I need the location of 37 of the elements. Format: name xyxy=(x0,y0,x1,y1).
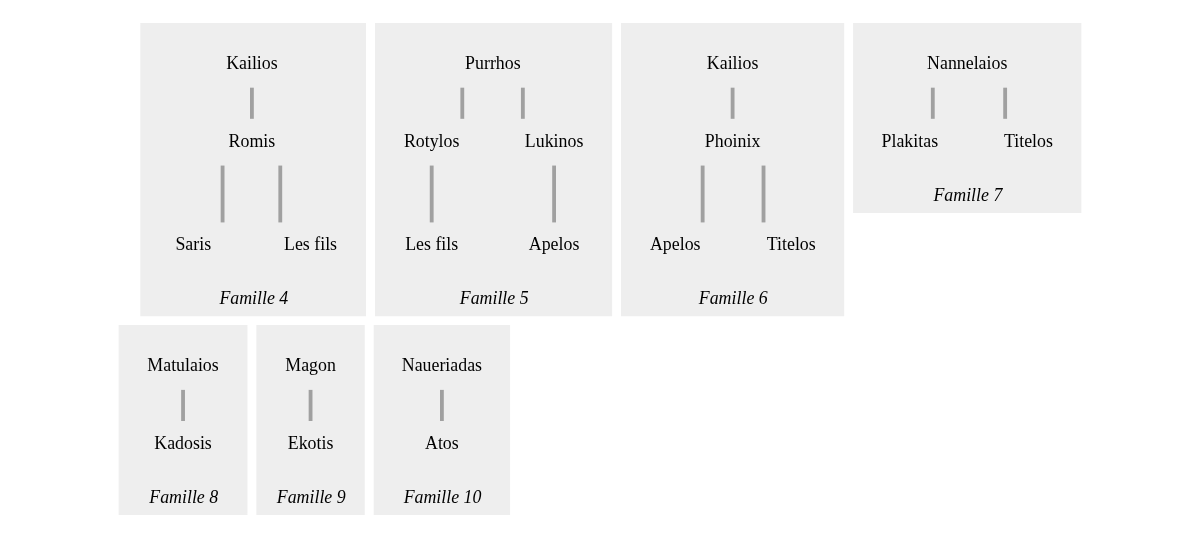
connector xyxy=(1002,87,1007,119)
node-text: Kailios xyxy=(706,53,758,74)
connector xyxy=(551,165,556,223)
node-text: Saris xyxy=(174,234,211,255)
node-text: Les fils xyxy=(404,234,458,255)
node-text: Kadosis xyxy=(153,433,212,454)
connector xyxy=(730,87,735,119)
connector xyxy=(520,87,525,119)
node-text: Rotylos xyxy=(403,130,459,151)
node-text: Phoinix xyxy=(704,130,760,151)
connector xyxy=(180,389,185,421)
node-text: Purrhos xyxy=(464,53,521,74)
connector xyxy=(308,389,312,421)
node-text: Lukinos xyxy=(524,130,583,151)
connector xyxy=(761,165,765,223)
connector xyxy=(930,87,935,119)
connector xyxy=(249,87,254,119)
node-text: Titelos xyxy=(1003,130,1053,151)
node-text: Matulaios xyxy=(146,355,219,376)
connector xyxy=(439,389,444,421)
connector xyxy=(277,165,282,223)
node-text: Plakitas xyxy=(881,130,938,151)
node-text: Apelos xyxy=(649,234,701,255)
node-text: Titelos xyxy=(766,234,816,255)
node-text: Apelos xyxy=(528,234,579,255)
node-text: Romis xyxy=(228,130,275,151)
node-text: Les fils xyxy=(283,234,337,255)
connector xyxy=(220,165,224,223)
connector xyxy=(700,165,705,223)
node-text: Nannelaios xyxy=(926,53,1007,74)
node-text: Naueriadas xyxy=(401,355,482,376)
node-text: Atos xyxy=(424,433,459,454)
node-text: Kailios xyxy=(225,53,278,74)
connector xyxy=(429,165,434,223)
node-text: Magon xyxy=(284,355,336,376)
connector xyxy=(459,87,464,119)
node-text: Ekotis xyxy=(287,433,333,454)
